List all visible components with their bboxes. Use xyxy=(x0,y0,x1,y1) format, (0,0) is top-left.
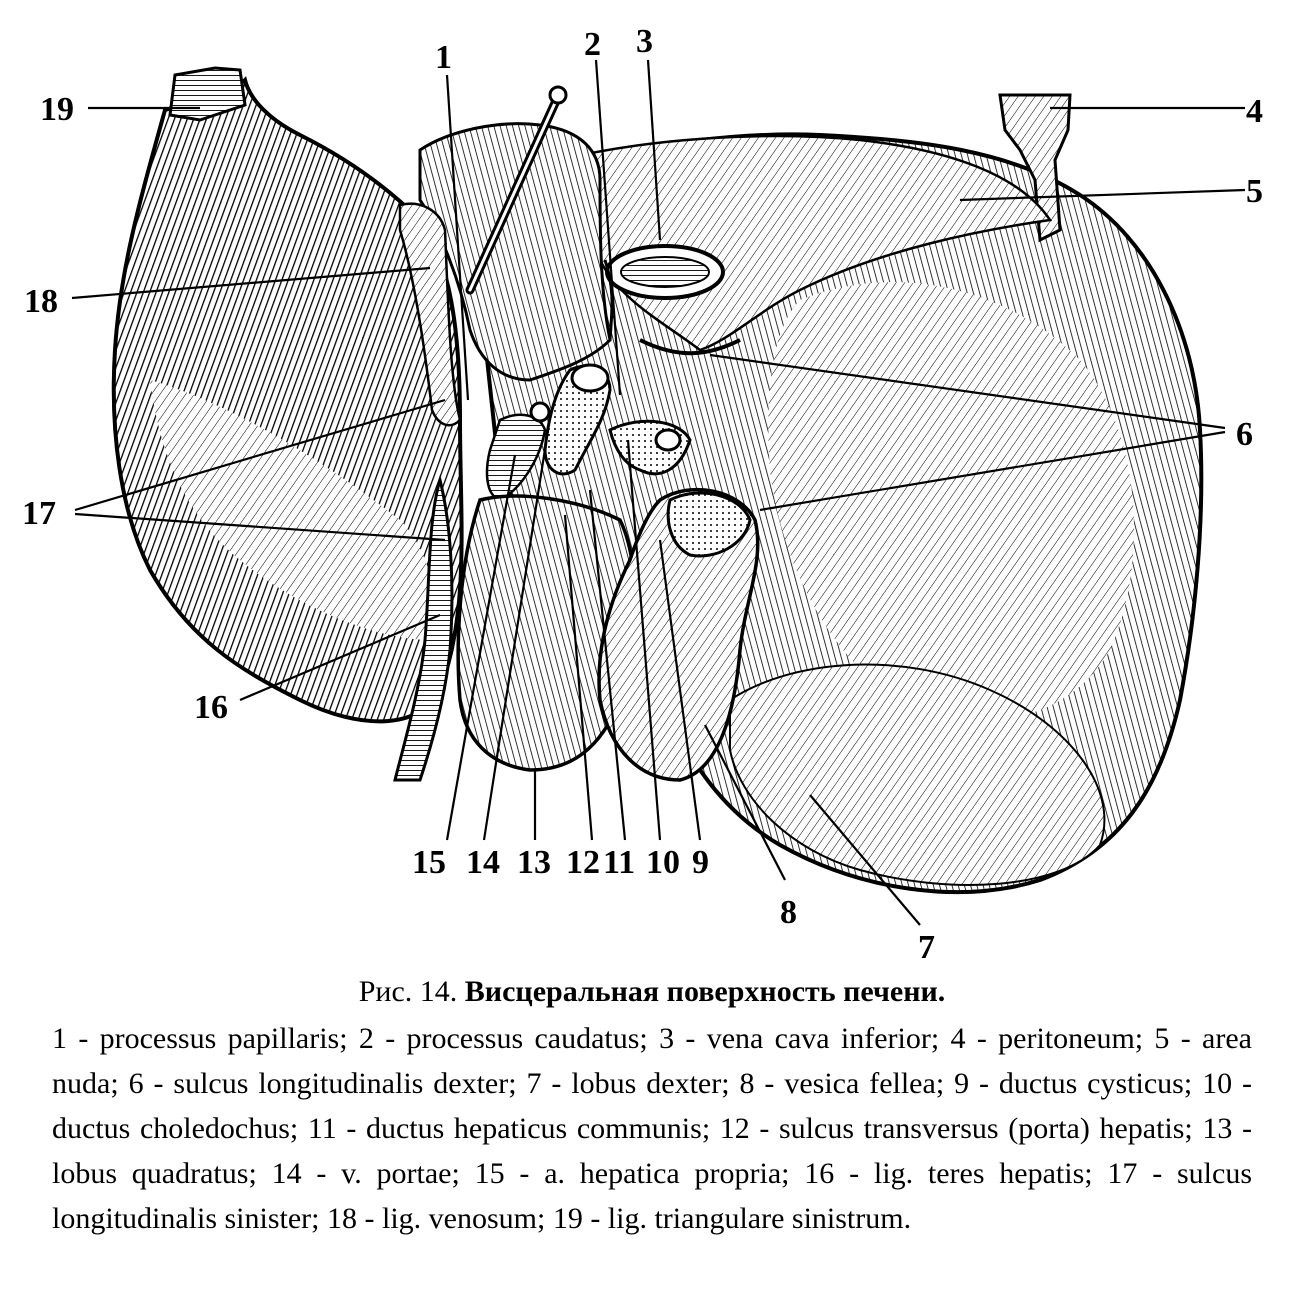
right-lobe-highlight xyxy=(768,282,1134,721)
sulcus-dexter-line xyxy=(639,338,741,356)
caption-legend: 1 - processus papillaris; 2 - processus … xyxy=(52,1022,1252,1235)
leader-17b xyxy=(74,512,446,542)
lig-teres-shape xyxy=(393,474,454,782)
label-12: 12 xyxy=(566,844,600,881)
leader-8 xyxy=(704,724,786,881)
label-1: 1 xyxy=(435,39,452,76)
leader-11 xyxy=(588,489,627,841)
label-19: 19 xyxy=(40,91,74,128)
label-10: 10 xyxy=(646,844,680,881)
peritoneum-shape xyxy=(998,93,1072,243)
label-6: 6 xyxy=(1236,416,1253,453)
leader-7 xyxy=(809,794,921,926)
label-11: 11 xyxy=(603,844,635,881)
lig-venosum-shape xyxy=(398,202,462,427)
left-lobe-light-band xyxy=(150,380,434,640)
label-7: 7 xyxy=(918,929,935,966)
vena-cava-inner xyxy=(620,256,710,288)
leader-9 xyxy=(658,539,702,841)
leader-12 xyxy=(563,514,594,841)
leader-1 xyxy=(445,74,470,401)
label-16: 16 xyxy=(194,689,228,726)
leader-5 xyxy=(959,188,1246,202)
label-5: 5 xyxy=(1246,173,1263,210)
label-15: 15 xyxy=(412,844,446,881)
liver-figure: 1 2 3 4 5 6 7 8 9 10 11 12 13 14 15 16 1… xyxy=(22,23,1263,966)
label-17: 17 xyxy=(22,495,56,532)
label-14: 14 xyxy=(466,844,500,881)
right-lobe-lower xyxy=(729,663,1106,886)
leader-15 xyxy=(445,454,517,841)
gallbladder-neck xyxy=(666,491,752,558)
caption-prefix: Рис. 14. xyxy=(358,975,465,1008)
label-4: 4 xyxy=(1246,93,1263,130)
leader-6b xyxy=(759,430,1226,512)
leader-2 xyxy=(594,59,622,396)
caption-title: Висцеральная поверхность печени. xyxy=(464,975,946,1008)
label-13: 13 xyxy=(517,844,551,881)
leader-16 xyxy=(239,613,441,702)
caption-title-line: Рис. 14. Висцеральная поверхность печени… xyxy=(52,970,1252,1014)
label-9: 9 xyxy=(692,844,709,881)
figure-caption: Рис. 14. Висцеральная поверхность печени… xyxy=(52,970,1252,1241)
leader-17a xyxy=(74,398,446,512)
label-2: 2 xyxy=(584,26,601,63)
lobus-quadratus-shape xyxy=(456,494,637,772)
label-8: 8 xyxy=(780,894,797,931)
label-18: 18 xyxy=(24,283,58,320)
liver-illustration: 1 2 3 4 5 6 7 8 9 10 11 12 13 14 15 16 1… xyxy=(22,23,1263,966)
leader-18 xyxy=(71,266,431,300)
leader-10 xyxy=(626,439,662,841)
leader-6a xyxy=(709,353,1226,430)
leader-14 xyxy=(482,429,550,841)
label-3: 3 xyxy=(636,23,653,60)
leader-3 xyxy=(646,59,662,241)
